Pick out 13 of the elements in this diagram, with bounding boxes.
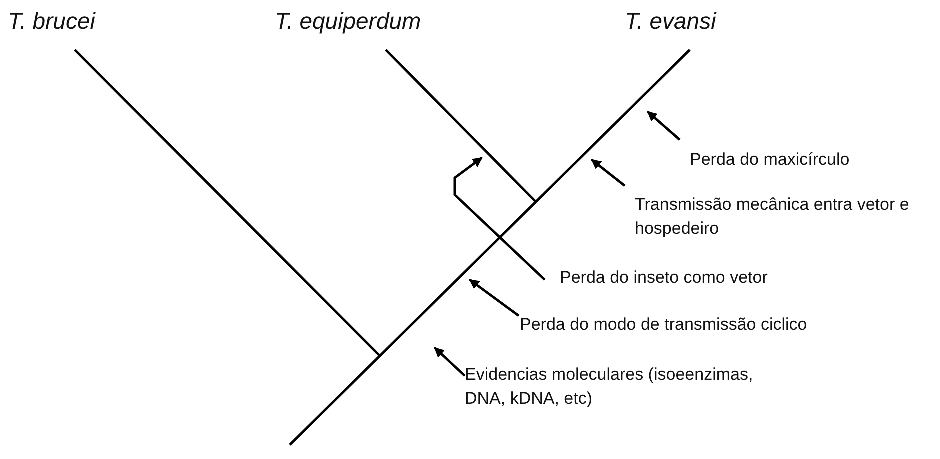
arrow xyxy=(591,159,626,187)
annotation-text: Perda do maxicírculo xyxy=(690,148,930,172)
species-label: T. equiperdum xyxy=(275,8,422,35)
arrow xyxy=(469,279,520,317)
arrow xyxy=(647,111,681,141)
annotation-text: Perda do modo de transmissão ciclico xyxy=(520,313,920,337)
species-label: T. brucei xyxy=(8,8,96,35)
annotation-text: Perda do inseto como vetor xyxy=(560,266,860,290)
annotation-text: Transmissão mecânica entra vetor e hospedeiro xyxy=(635,193,920,241)
annotation-text: Evidencias moleculares (isoeenzimas, DNA, kDNA, etc) xyxy=(465,363,765,411)
arrow xyxy=(434,347,466,377)
arrow xyxy=(454,157,546,281)
species-label: T. evansi xyxy=(625,8,716,35)
